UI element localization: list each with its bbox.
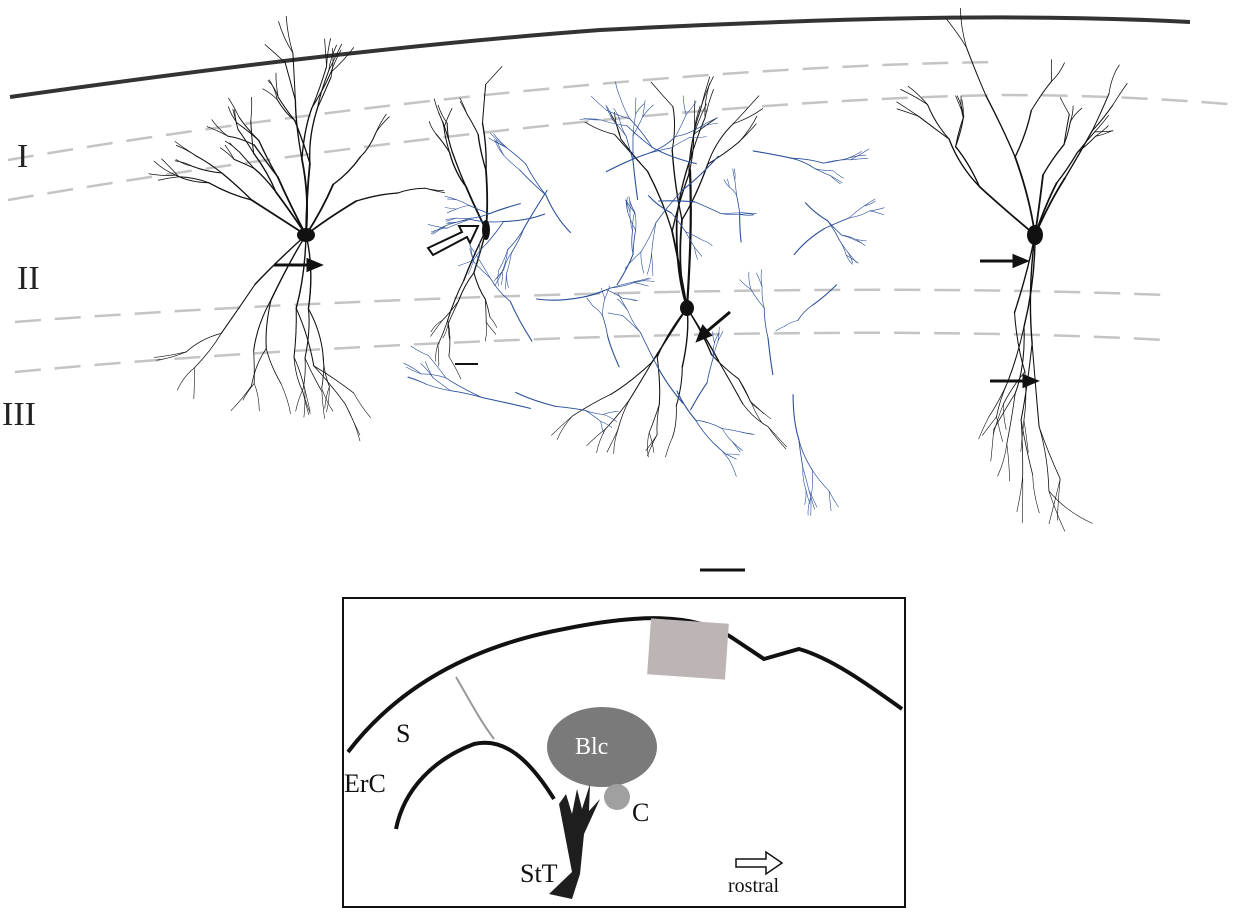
inset-panel: S ErC Blc C StT rostral [342, 597, 906, 908]
label-s: S [396, 719, 411, 748]
arrow-neuron-1 [274, 257, 324, 273]
arrow-neuron-3 [695, 310, 731, 343]
label-rostral: rostral [728, 875, 780, 897]
layer-label-i: I [17, 138, 29, 175]
neuron-group [148, 7, 1128, 532]
label-stt: StT [520, 859, 558, 888]
pial-surface [9, 15, 1191, 99]
soma-neuron-2 [482, 220, 490, 240]
soma-neuron-1 [297, 228, 315, 242]
subiculum-boundary [455, 676, 495, 740]
neuron-3-dendrites [551, 76, 787, 458]
axon-arbor [403, 81, 885, 516]
c-nucleus [604, 784, 630, 810]
open-arrow-neuron-2 [426, 225, 480, 257]
neuron-4-dendrites [896, 7, 1128, 532]
label-erc: ErC [344, 769, 386, 798]
entorhinal-contour [394, 740, 556, 830]
outer-contour [346, 616, 904, 754]
layer-boundaries [7, 60, 1240, 374]
soma-neuron-3 [680, 300, 694, 316]
layer-label-iii: III [2, 396, 36, 433]
neuron-1-dendrites [148, 15, 445, 442]
arrow-neuron-4b [990, 373, 1040, 389]
stria-terminalis [549, 784, 600, 899]
layer-label-ii: II [17, 260, 40, 297]
neuron-3-apical-trunk [685, 168, 692, 310]
soma-neuron-4 [1027, 225, 1043, 245]
region-box [647, 618, 729, 680]
arrow-neuron-4a [980, 253, 1030, 269]
label-blc: Blc [575, 734, 609, 760]
neuron-2-dendrites [428, 66, 503, 380]
inset-drawing [346, 616, 904, 899]
rostral-arrow-icon [735, 850, 784, 876]
blc-nucleus [547, 707, 657, 787]
label-c: C [632, 798, 650, 827]
neuron-drawing [7, 7, 1240, 572]
